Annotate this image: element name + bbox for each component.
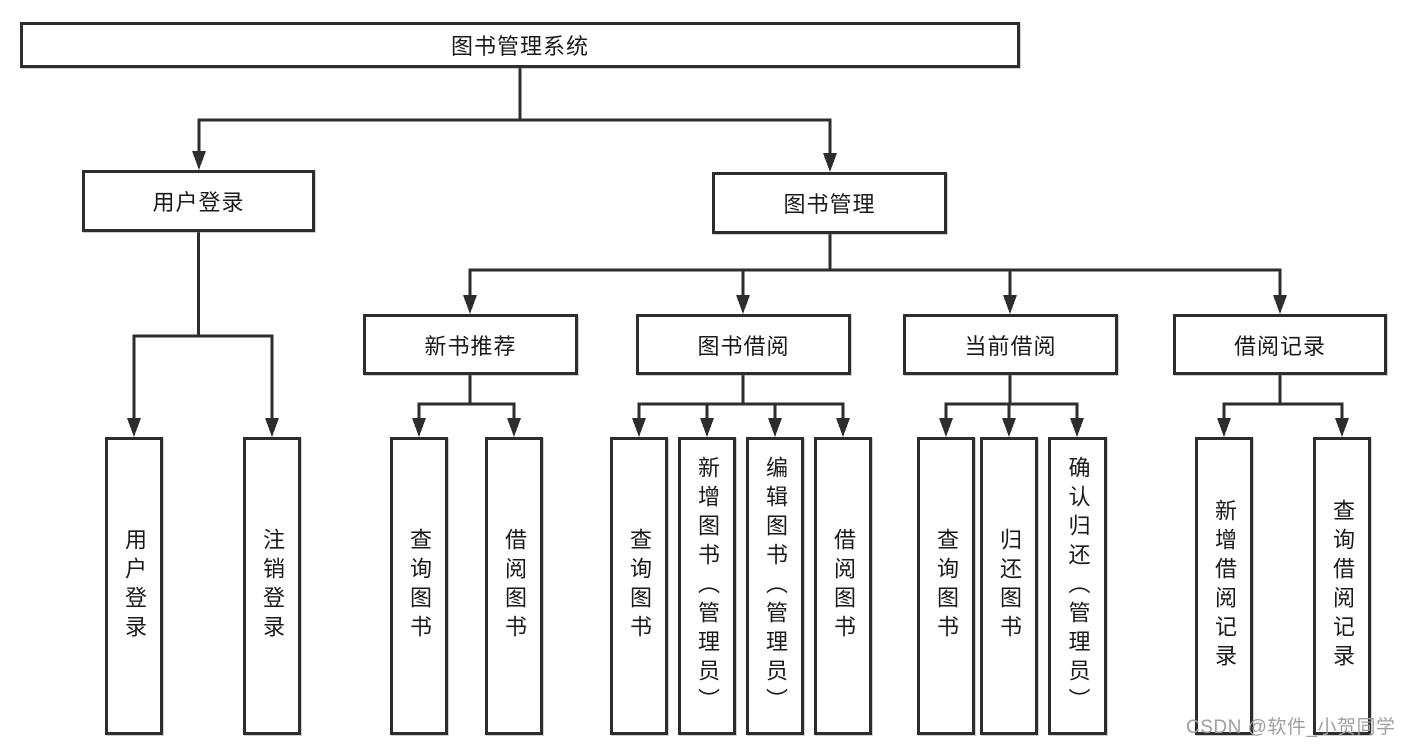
leaf-borrow-books-borrowing: 借阅图书	[814, 437, 872, 735]
node-new-book-recommend: 新书推荐	[363, 314, 578, 375]
leaf-return-book-label: 归还图书	[997, 528, 1022, 644]
node-user-login-label: 用户登录	[152, 190, 245, 215]
leaf-user-login-label: 用户登录	[122, 528, 147, 644]
leaf-query-books-current: 查询图书	[917, 437, 975, 735]
leaf-edit-book-admin-label: 编辑图书（管理员）	[763, 455, 788, 717]
node-current-borrowing: 当前借阅	[903, 314, 1118, 375]
connector-current-borrowing	[939, 374, 1084, 437]
leaf-query-borrow-record: 查询借阅记录	[1313, 437, 1371, 735]
node-user-login: 用户登录	[82, 170, 315, 232]
connector-book-borrowing	[632, 374, 850, 437]
node-book-management: 图书管理	[712, 172, 947, 234]
connector-root	[192, 68, 837, 172]
leaf-add-borrow-record-label: 新增借阅记录	[1212, 499, 1237, 673]
leaf-logout-label: 注销登录	[260, 528, 285, 644]
node-book-borrowing-label: 图书借阅	[697, 333, 790, 359]
leaf-query-books-current-label: 查询图书	[934, 528, 959, 644]
leaf-borrow-books-recommend-label: 借阅图书	[502, 528, 527, 644]
node-library-system-label: 图书管理系统	[450, 34, 589, 59]
connector-book-management	[463, 234, 1287, 314]
node-library-system: 图书管理系统	[20, 22, 1020, 68]
node-current-borrowing-label: 当前借阅	[964, 333, 1057, 359]
leaf-edit-book-admin: 编辑图书（管理员）	[746, 437, 804, 735]
connector-new-book-recommend	[412, 374, 521, 437]
leaf-user-login: 用户登录	[105, 437, 163, 735]
leaf-query-books-borrowing: 查询图书	[610, 437, 668, 735]
leaf-return-book: 归还图书	[980, 437, 1038, 735]
node-book-management-label: 图书管理	[783, 192, 876, 217]
leaf-add-book-admin: 新增图书（管理员）	[678, 437, 736, 735]
leaf-query-books-recommend: 查询图书	[390, 437, 448, 735]
leaf-query-books-borrowing-label: 查询图书	[627, 528, 652, 644]
leaf-logout: 注销登录	[243, 437, 301, 735]
node-borrowing-records-label: 借阅记录	[1233, 333, 1326, 359]
connector-user-login	[127, 232, 279, 437]
leaf-query-books-recommend-label: 查询图书	[407, 528, 432, 644]
leaf-add-book-admin-label: 新增图书（管理员）	[695, 455, 720, 717]
node-new-book-recommend-label: 新书推荐	[424, 333, 517, 359]
csdn-watermark: CSDN @软件_小贺同学	[1186, 717, 1396, 738]
connector-borrowing-records	[1217, 374, 1349, 437]
node-book-borrowing: 图书借阅	[636, 314, 851, 375]
leaf-borrow-books-borrowing-label: 借阅图书	[831, 528, 856, 644]
leaf-add-borrow-record: 新增借阅记录	[1195, 437, 1253, 735]
leaf-confirm-return-admin: 确认归还（管理员）	[1048, 437, 1107, 735]
leaf-query-borrow-record-label: 查询借阅记录	[1330, 499, 1355, 673]
node-borrowing-records: 借阅记录	[1173, 314, 1387, 375]
leaf-borrow-books-recommend: 借阅图书	[485, 437, 543, 735]
leaf-confirm-return-admin-label: 确认归还（管理员）	[1065, 455, 1091, 717]
